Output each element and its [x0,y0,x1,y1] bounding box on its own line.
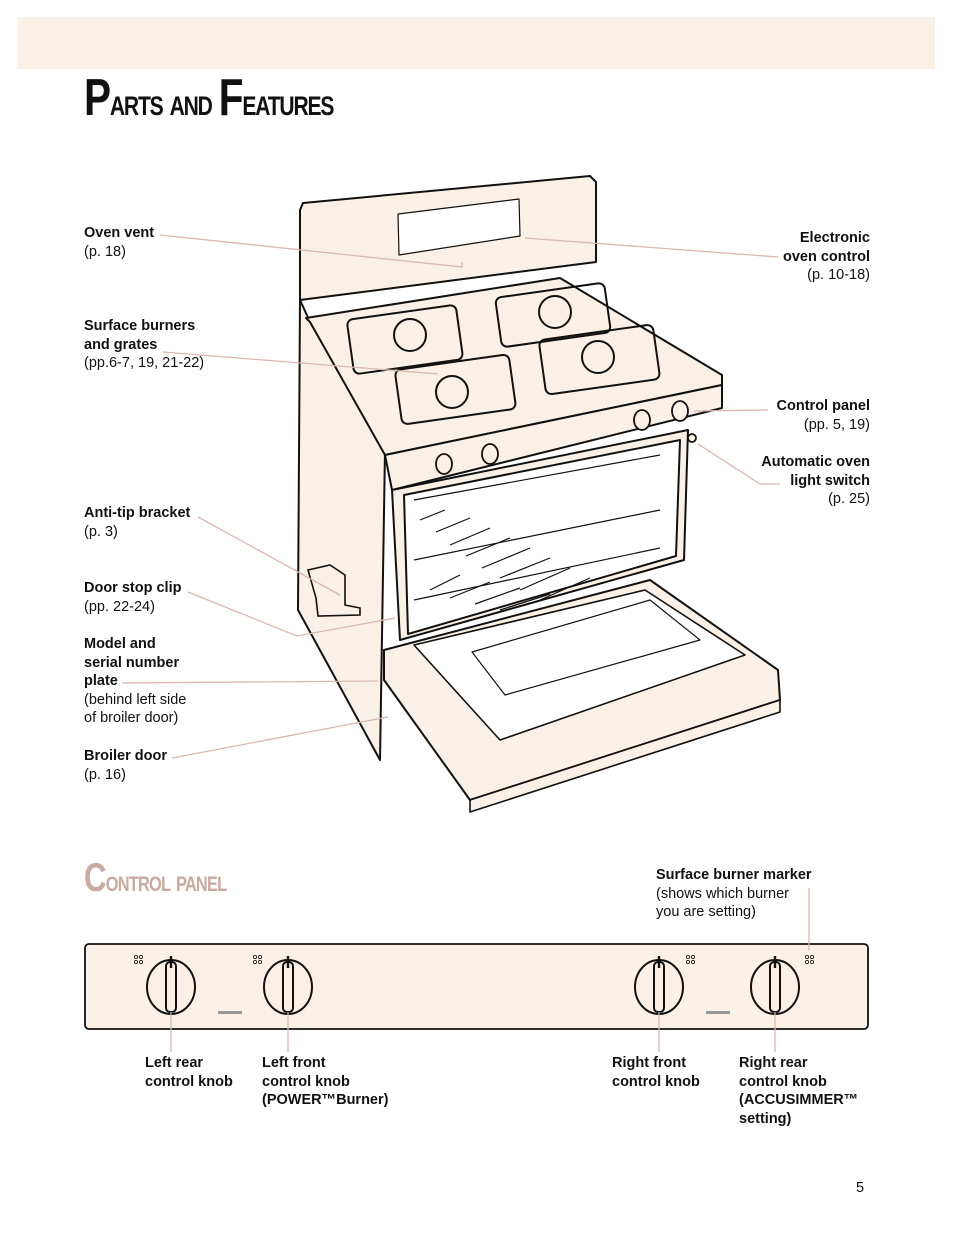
burner-marker-icon [252,955,262,965]
header-band [18,17,935,69]
right-rear-knob-label: Right rear control knob (ACCUSIMMER™ set… [739,1055,859,1127]
oven-vent-label: Oven vent (p. 18) [84,225,155,260]
right-front-knob-label: Right front control knob [612,1055,700,1090]
grate-left-front [394,353,517,425]
control-panel-heading: Control panel [84,856,227,900]
grate-right-front [538,324,661,396]
surface-burners-label: Surface burners and grates (pp.6-7, 19, … [84,318,205,372]
control-panel-label: Control panel (pp. 5, 19) [776,398,870,433]
door-stop-clip-label: Door stop clip (pp. 22-24) [84,580,182,615]
anti-tip-bracket-label: Anti-tip bracket (p. 3) [84,505,191,540]
range-knob [633,409,651,431]
burner-marker-icon [686,955,696,965]
range-knob [671,400,689,422]
page-number: 5 [856,1180,865,1196]
left-rear-knob-label: Left rear control knob [145,1055,233,1090]
burner-marker-icon [805,955,815,965]
anti-tip-bracket [306,564,361,617]
page-title: Parts and Features [84,69,334,127]
grate-left-rear [346,304,464,375]
electronic-oven-control-label: Electronic oven control (p. 10-18) [782,230,870,284]
light-switch-label: Automatic oven light switch (p. 25) [761,454,870,508]
broiler-door-label: Broiler door (p. 16) [84,748,167,783]
range-knob [481,443,499,465]
oven-cavity [403,439,681,635]
burner-marker-icon [133,955,143,965]
electronic-control-display [397,198,521,256]
model-serial-plate-label: Model and serial number plate (behind le… [84,636,187,727]
left-front-knob-label: Left front control knob (POWER™Burner) [262,1055,389,1109]
grate-right-rear [494,282,612,348]
range-knob [435,453,453,475]
surface-burner-marker-label: Surface burner marker (shows which burne… [656,867,812,921]
light-switch [687,433,697,443]
